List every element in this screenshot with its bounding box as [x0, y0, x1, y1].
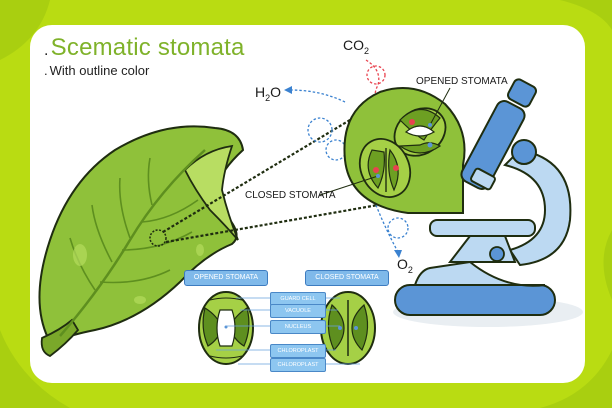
o2-label: O2: [397, 256, 413, 275]
co2-label: CO2: [343, 37, 369, 56]
microscope-icon: [393, 78, 583, 327]
opened-pointer-dot: [428, 123, 432, 127]
legend-part-guard-cell: GUARD CELL: [270, 292, 326, 306]
title-text: Scematic stomata: [50, 34, 245, 61]
magnifier-icon: [343, 87, 466, 214]
legend-part-nucleus: NUCLEUS: [270, 320, 326, 334]
opened-pointer: [429, 87, 451, 126]
o2-subscript: 2: [407, 264, 413, 275]
zoom-connector: [149, 119, 379, 247]
legend-opened-stomata: [198, 291, 254, 365]
title-bullet: .: [44, 42, 49, 59]
o2-text: O: [397, 256, 408, 272]
page-title: .Scematic stomata: [44, 34, 245, 62]
closed-pointer: [319, 175, 379, 196]
legend-opened-header: OPENED STOMATA: [184, 270, 268, 286]
leaf-icon: [38, 125, 245, 358]
h2o-o: O: [270, 84, 282, 100]
legend-connector-lines: [216, 297, 360, 365]
o2-arrowhead: [394, 250, 402, 258]
legend-closed-header: CLOSED STOMATA: [305, 270, 389, 286]
h2o-h: H: [255, 84, 266, 100]
closed-stomata-label: CLOSED STOMATA: [245, 190, 336, 201]
subtitle-text: With outline color: [49, 63, 150, 78]
legend-part-chloroplast-1: CHLOROPLAST: [270, 344, 326, 358]
legend-part-vacuole: VACUOLE: [270, 304, 326, 318]
legend-closed-stomata: [320, 291, 376, 365]
legend-part-chloroplast-2: CHLOROPLAST: [270, 358, 326, 372]
h2o-subscript: 2: [265, 92, 271, 103]
h2o-label: H2O: [255, 84, 281, 103]
co2-text: CO: [343, 37, 364, 53]
subtitle-bullet: .: [44, 63, 48, 78]
page-subtitle: .With outline color: [44, 63, 149, 78]
closed-pointer-dot: [376, 174, 380, 178]
h2o-arrowhead: [284, 86, 292, 94]
co2-subscript: 2: [364, 45, 370, 56]
opened-stomata-label: OPENED STOMATA: [416, 76, 508, 87]
